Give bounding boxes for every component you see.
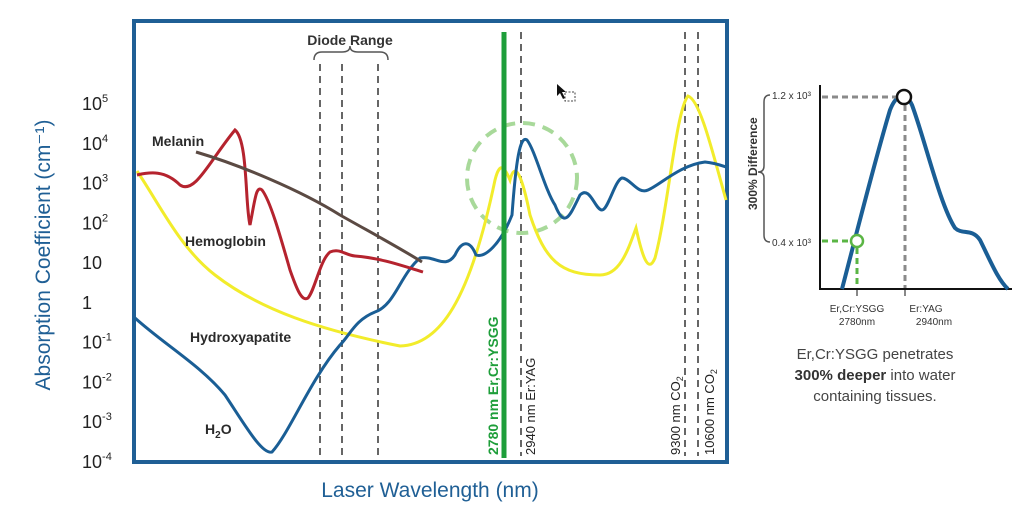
- label-er-yag: 2940 nm Er:YAG: [523, 358, 538, 455]
- series-hemoglobin-curve: [136, 127, 424, 301]
- inset-er-cr-ysgg-marker: [849, 233, 865, 249]
- series-water-curve: [133, 137, 727, 454]
- inset-x-label-er-cr-ysgg-bottom: 2780nm: [839, 317, 875, 328]
- label-melanin: Melanin: [152, 133, 204, 149]
- inset-tick-high: 1.2 x 10³: [772, 91, 812, 102]
- highlight-circle: [465, 121, 579, 235]
- inset-y-title: 300% Difference: [746, 117, 760, 210]
- y-tick-label: 103: [82, 173, 108, 194]
- inset-absorption-curve: [840, 94, 1010, 291]
- diode-range-label: Diode Range: [307, 32, 393, 48]
- inset-tick-low: 0.4 x 10³: [772, 238, 812, 249]
- inset-x-label-er-cr-ysgg-top: Er,Cr:YSGG: [830, 304, 885, 315]
- inset-chart: 300% Difference 1.2 x 10³ 0.4 x 10³ Er,C…: [746, 85, 1012, 328]
- series-melanin-curve: [195, 150, 423, 264]
- inset-er-yag-marker: [895, 88, 913, 106]
- label-hydroxyapatite: Hydroxyapatite: [190, 329, 291, 345]
- y-tick-label: 104: [82, 133, 108, 154]
- y-tick-label: 10: [82, 253, 102, 273]
- series-hydroxyapatite-curve: [135, 94, 728, 348]
- y-tick-label: 1: [82, 293, 92, 313]
- diode-range-annotation: Diode Range: [307, 32, 393, 455]
- x-axis-title: Laser Wavelength (nm): [321, 479, 538, 502]
- y-tick-label: 10-3: [82, 411, 112, 432]
- label-hemoglobin: Hemoglobin: [185, 233, 266, 249]
- label-co2-10600: 10600 nm CO2: [702, 369, 719, 455]
- diode-range-brace: [313, 45, 389, 61]
- y-tick-label: 10-1: [82, 332, 112, 353]
- y-tick-label: 10-4: [82, 451, 112, 472]
- main-plot-frame: [132, 19, 729, 464]
- caption-text: Er,Cr:YSGG penetrates 300% deeper into w…: [760, 344, 990, 407]
- label-water: H2O: [205, 421, 232, 441]
- inset-brace: [757, 94, 771, 243]
- caption-line-2-rest: into water: [886, 367, 956, 384]
- cursor-icon: [557, 84, 576, 102]
- y-tick-label: 102: [82, 212, 108, 233]
- y-axis-title: Absorption Coefficient (cm⁻¹): [32, 120, 55, 391]
- y-tick-label: 10-2: [82, 371, 112, 392]
- caption-bold: 300% deeper: [794, 367, 887, 384]
- caption-line-2: 300% deeper into water: [760, 365, 990, 386]
- caption-line-3: containing tissues.: [813, 388, 937, 405]
- caption-line-1: Er,Cr:YSGG penetrates: [796, 346, 954, 363]
- inset-x-label-er-yag-top: Er:YAG: [909, 304, 942, 315]
- y-tick-label: 105: [82, 93, 108, 114]
- y-tick-labels: 10-4 10-3 10-2 10-1 1 10 102 103 104 105: [82, 93, 112, 472]
- label-co2-9300: 9300 nm CO2: [668, 376, 685, 455]
- inset-x-label-er-yag-bottom: 2940nm: [916, 317, 952, 328]
- label-er-cr-ysgg: 2780 nm Er,Cr:YSGG: [485, 316, 501, 455]
